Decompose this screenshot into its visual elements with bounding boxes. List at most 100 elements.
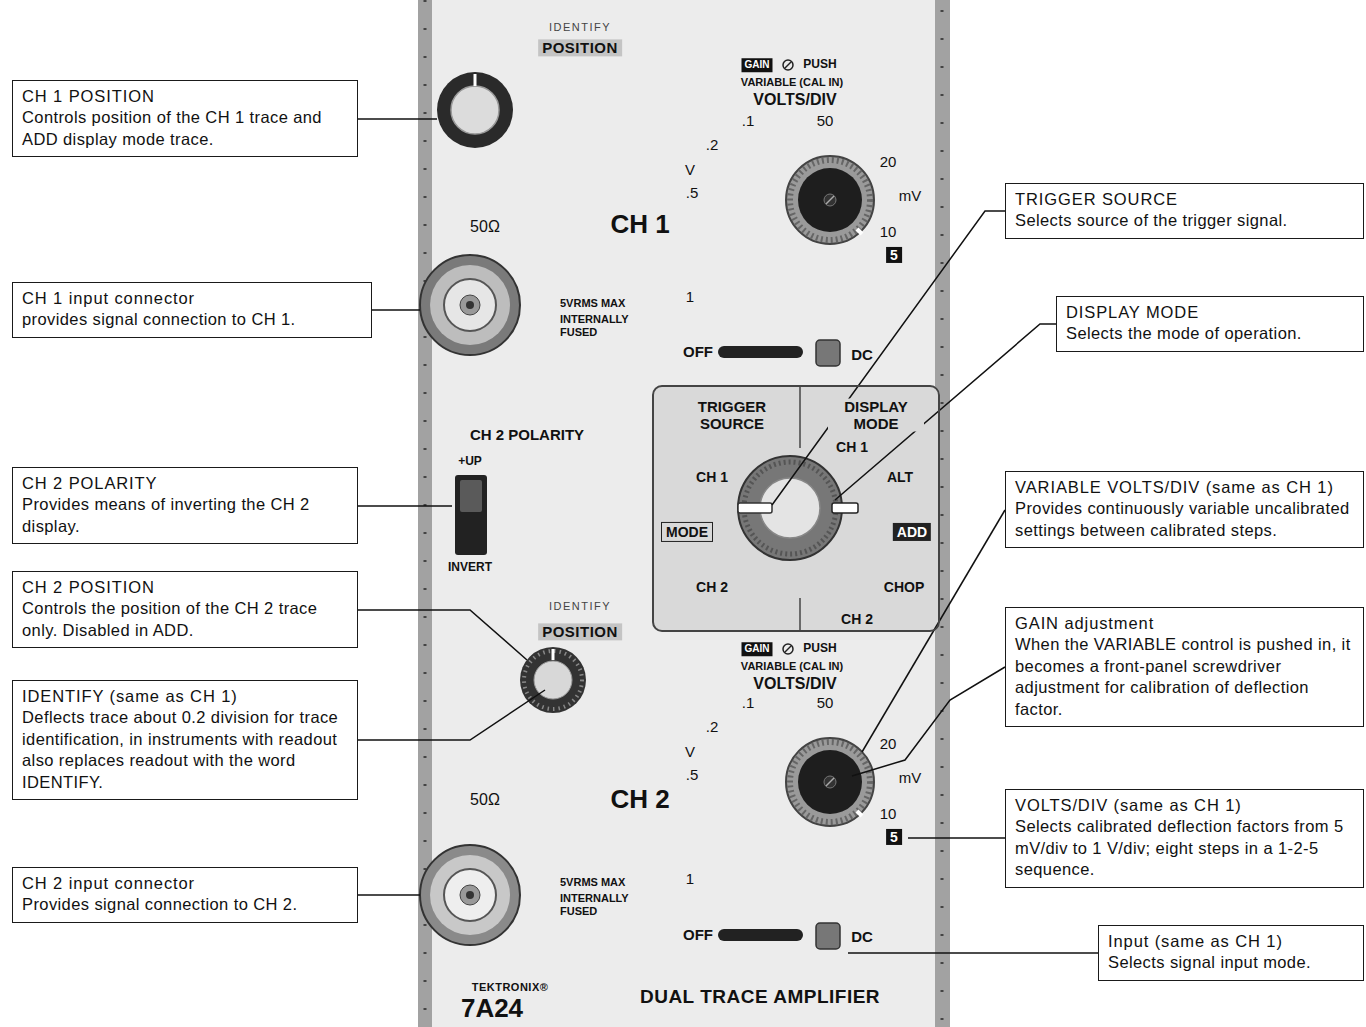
callout-box: CH 2 POSITIONControls the position of th… xyxy=(12,571,358,648)
panel-label: INTERNALLY FUSED xyxy=(560,313,642,338)
panel-label: 50Ω xyxy=(470,791,500,809)
scale-mark: 10 xyxy=(880,223,897,240)
callout-box: VOLTS/DIV (same as CH 1)Selects calibrat… xyxy=(1005,789,1364,888)
gain-tab: GAIN xyxy=(742,58,773,72)
leader-line xyxy=(358,118,437,120)
switch-position: ALT xyxy=(885,469,915,485)
callout-text: Provides means of inverting the CH 2 dis… xyxy=(22,494,348,537)
panel-label: OFF xyxy=(683,926,713,943)
scale-mark: 10 xyxy=(880,805,897,822)
switch-position: CHOP xyxy=(882,579,926,595)
callout-text: Selects calibrated deflection factors fr… xyxy=(1015,816,1354,880)
callout-box: GAIN adjustmentWhen the VARIABLE control… xyxy=(1005,607,1364,727)
scale-mark: mV xyxy=(899,187,922,204)
callout-heading: TRIGGER SOURCE xyxy=(1015,189,1354,210)
callout-text: Provides signal connection to CH 2. xyxy=(22,894,348,915)
switch-heading: DISPLAY MODE xyxy=(828,399,924,432)
callout-box: CH 2 input connectorProvides signal conn… xyxy=(12,867,358,923)
panel-label: INTERNALLY FUSED xyxy=(560,892,642,917)
brand-label: TEKTRONIX® xyxy=(472,981,549,994)
panel-label: 50Ω xyxy=(470,218,500,236)
callout-heading: GAIN adjustment xyxy=(1015,613,1354,634)
scale-mark: .2 xyxy=(706,136,719,153)
callout-box: IDENTIFY (same as CH 1)Deflects trace ab… xyxy=(12,680,358,800)
panel-label: +UP xyxy=(458,455,482,469)
switch-position: CH 1 xyxy=(834,439,870,455)
callout-text: Selects source of the trigger signal. xyxy=(1015,210,1354,231)
callout-box: Input (same as CH 1)Selects signal input… xyxy=(1098,925,1364,981)
panel-label: OFF xyxy=(683,343,713,360)
scale-mark: 50 xyxy=(817,112,834,129)
bnc-connector xyxy=(420,255,520,355)
callout-text: Controls the position of the CH 2 trace … xyxy=(22,598,348,641)
callout-text: Selects the mode of operation. xyxy=(1066,323,1354,344)
panel-label: VARIABLE (CAL IN) xyxy=(741,660,843,673)
callout-box: VARIABLE VOLTS/DIV (same as CH 1)Provide… xyxy=(1005,471,1364,548)
switch-heading: TRIGGER SOURCE xyxy=(684,399,780,432)
scale-mark: 20 xyxy=(880,735,897,752)
callout-box: CH 1 POSITIONControls position of the CH… xyxy=(12,80,358,157)
leader-line xyxy=(848,952,1098,954)
mode-switch-panel xyxy=(652,385,940,632)
panel-label: POSITION xyxy=(538,623,622,640)
panel-label: PUSH xyxy=(803,642,836,656)
switch-position: CH 2 xyxy=(694,579,730,595)
scale-mark: mV xyxy=(899,769,922,786)
input-lever xyxy=(718,340,840,366)
panel-label: VOLTS/DIV xyxy=(753,675,836,693)
callout-heading: CH 2 POSITION xyxy=(22,577,348,598)
leader-line xyxy=(358,610,527,660)
panel-label: 5VRMS MAX xyxy=(560,876,625,889)
panel-label: IDENTIFY xyxy=(549,600,611,613)
switch-position: CH 2 xyxy=(839,611,875,627)
scale-mark: .5 xyxy=(686,766,699,783)
leader-line xyxy=(772,211,1005,505)
scale-mark: V xyxy=(685,743,695,760)
callout-text: When the VARIABLE control is pushed in, … xyxy=(1015,634,1354,720)
switch-position: CH 1 xyxy=(694,469,730,485)
rail-dots xyxy=(941,10,944,1027)
scale-mark: .1 xyxy=(742,112,755,129)
callout-heading: DISPLAY MODE xyxy=(1066,302,1354,323)
scale-tab: 5 xyxy=(886,829,902,845)
callout-box: TRIGGER SOURCESelects source of the trig… xyxy=(1005,183,1364,239)
panel-label: VOLTS/DIV xyxy=(753,91,836,109)
callout-heading: CH 1 POSITION xyxy=(22,86,348,107)
scale-mark: .2 xyxy=(706,718,719,735)
position-knob xyxy=(520,647,586,713)
scale-mark: 1 xyxy=(686,288,694,305)
callout-heading: Input (same as CH 1) xyxy=(1108,931,1354,952)
callout-box: CH 2 POLARITYProvides means of inverting… xyxy=(12,467,358,544)
switch-position: MODE xyxy=(661,522,713,542)
panel-label: CH 2 POLARITY xyxy=(470,426,584,443)
channel-label: CH 1 xyxy=(610,210,669,240)
panel-label: IDENTIFY xyxy=(549,21,611,34)
leader-line xyxy=(372,309,420,311)
switch-panel: TRIGGER SOURCE DISPLAY MODE CH 1 MODE CH 2 CH… xyxy=(652,385,940,632)
switch-position: ADD xyxy=(893,523,931,541)
panel-label: POSITION xyxy=(538,39,622,56)
panel-label: 5VRMS MAX xyxy=(560,297,625,310)
callout-heading: CH 1 input connector xyxy=(22,288,362,309)
callout-text: provides signal connection to CH 1. xyxy=(22,309,362,330)
leader-line xyxy=(358,505,452,507)
model-label: 7A24 xyxy=(461,994,523,1024)
scale-mark: V xyxy=(685,161,695,178)
callout-heading: VARIABLE VOLTS/DIV (same as CH 1) xyxy=(1015,477,1354,498)
callout-text: Deflects trace about 0.2 division for tr… xyxy=(22,707,348,793)
callout-text: Controls position of the CH 1 trace and … xyxy=(22,107,348,150)
panel-label: PUSH xyxy=(803,58,836,72)
callout-text: Selects signal input mode. xyxy=(1108,952,1354,973)
panel-label: VARIABLE (CAL IN) xyxy=(741,76,843,89)
callout-box: DISPLAY MODESelects the mode of operatio… xyxy=(1056,296,1364,352)
scale-mark: .1 xyxy=(742,694,755,711)
callout-heading: IDENTIFY (same as CH 1) xyxy=(22,686,348,707)
gain-tab: GAIN xyxy=(742,642,773,656)
panel-label: DC xyxy=(851,346,873,363)
model-label: DUAL TRACE AMPLIFIER xyxy=(640,986,880,1008)
scale-mark: 1 xyxy=(686,870,694,887)
callout-text: Provides continuously variable uncalibra… xyxy=(1015,498,1354,541)
input-lever xyxy=(718,923,840,949)
leader-line xyxy=(358,894,420,896)
scale-mark: 50 xyxy=(817,694,834,711)
